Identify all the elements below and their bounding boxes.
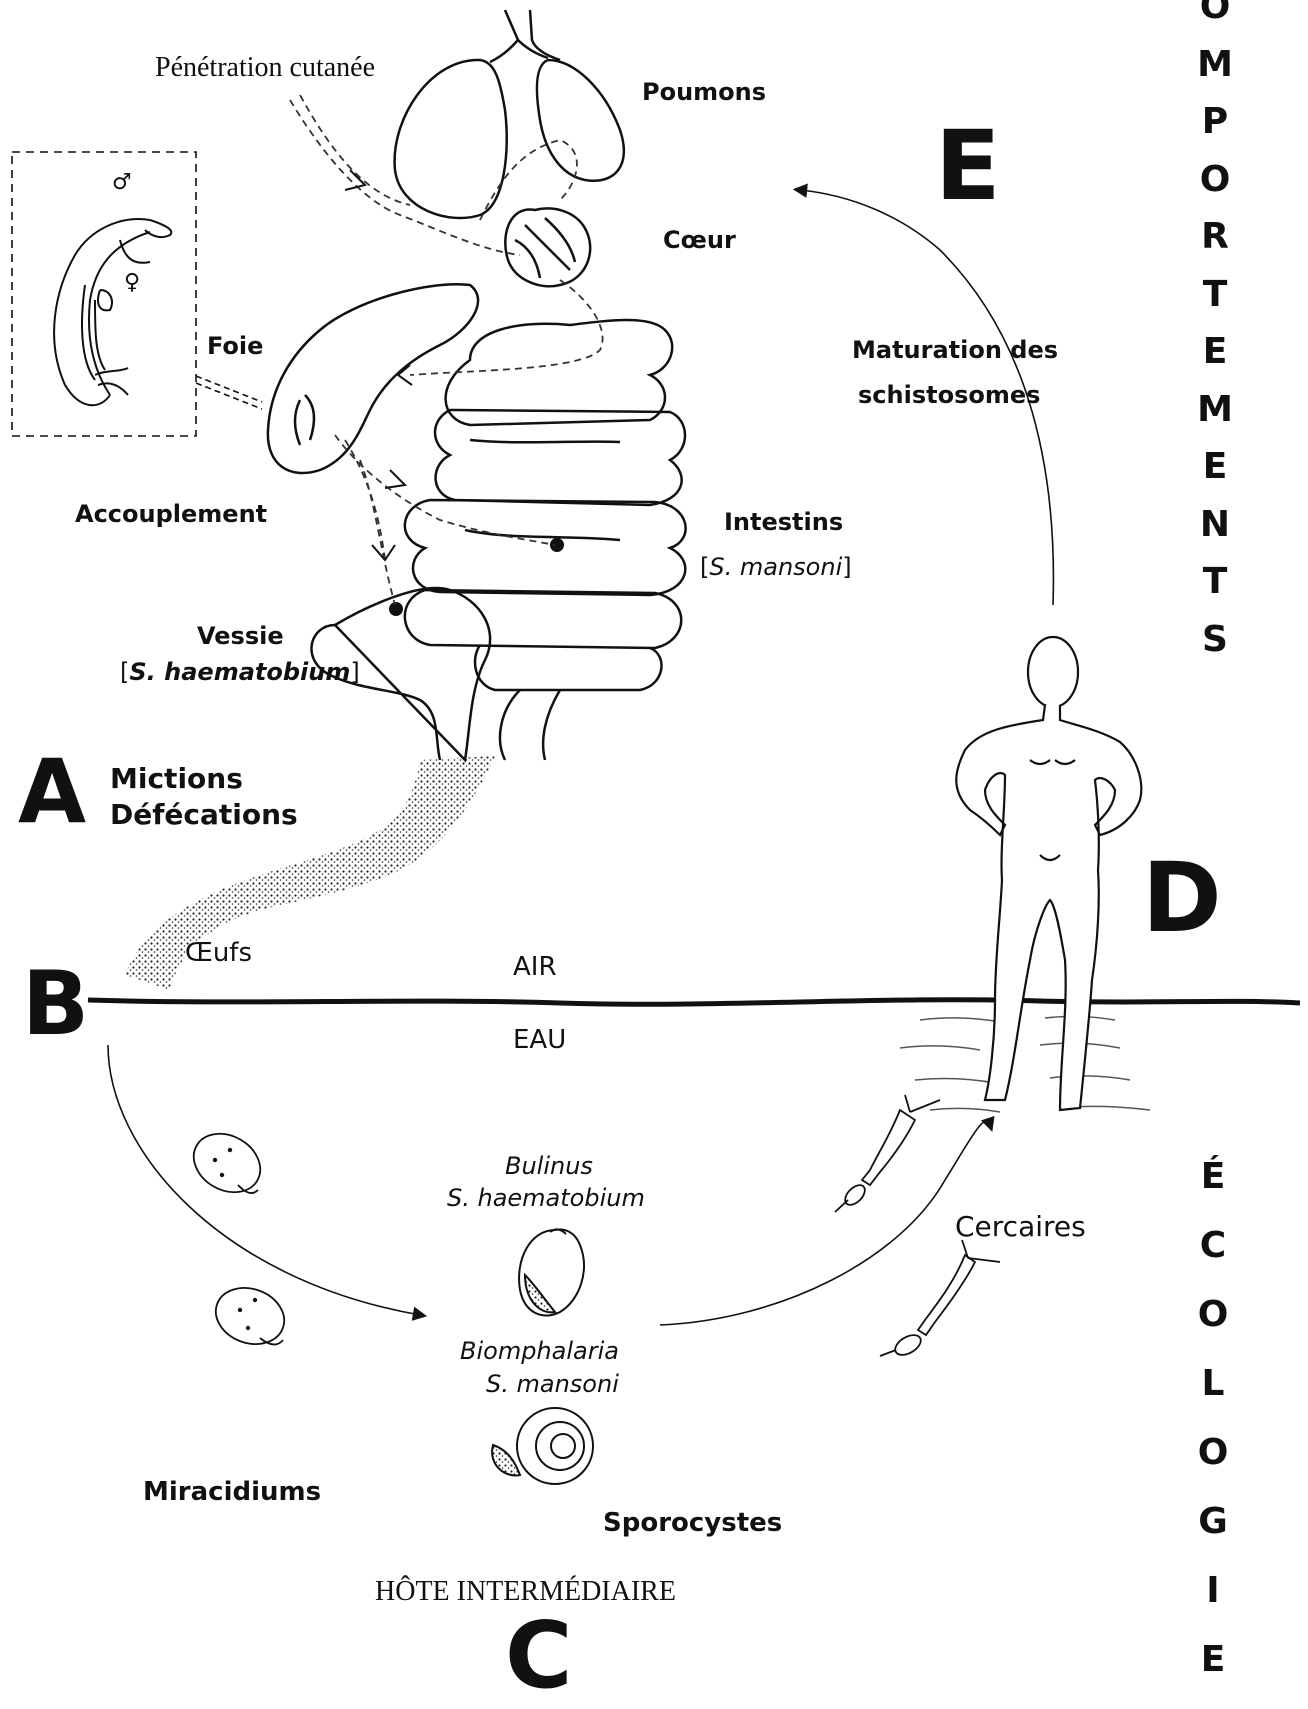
- label-air: AIR: [513, 952, 557, 982]
- comportements-letter-11: T: [1190, 553, 1240, 611]
- stage-letter-b: B: [22, 960, 89, 1048]
- label-poumons: Poumons: [642, 78, 766, 106]
- migration-arrowheads: [345, 170, 412, 560]
- label-maturation-1: Maturation des: [852, 336, 1058, 364]
- comportements-letter-10: N: [1190, 496, 1240, 554]
- migration-path: [290, 95, 603, 605]
- trachea: [490, 10, 560, 62]
- label-foie: Foie: [207, 332, 263, 360]
- label-mictions: Mictions: [110, 762, 243, 795]
- comportements-letter-3: P: [1190, 93, 1240, 151]
- label-accouplement: Accouplement: [75, 500, 267, 528]
- comportements-letter-1: O: [1190, 0, 1240, 36]
- arrow-miracidiums: [108, 1045, 420, 1315]
- label-defecations: Défécations: [110, 798, 298, 831]
- heart: [505, 208, 590, 286]
- comportements-letter-5: R: [1190, 208, 1240, 266]
- ecologie-letter-2: C: [1188, 1211, 1238, 1280]
- column-ecologie: É C O L O G I E: [1188, 1142, 1238, 1694]
- water-surface-line: [88, 1000, 1300, 1004]
- label-intestins: Intestins: [724, 508, 843, 536]
- label-cercaires: Cercaires: [955, 1210, 1086, 1243]
- label-bulinus: Bulinus: [505, 1152, 593, 1180]
- label-biomphalaria-species: S. mansoni: [486, 1370, 619, 1398]
- label-vessie: Vessie: [197, 622, 284, 650]
- male-symbol: ♂: [112, 170, 132, 195]
- label-penetration: Pénétration cutanée: [155, 52, 375, 84]
- column-comportements: O M P O R T E M E N T S: [1190, 0, 1240, 668]
- female-symbol: ♀: [124, 270, 140, 295]
- water-ripples: [900, 1016, 1150, 1112]
- comportements-letter-2: M: [1190, 36, 1240, 94]
- intestins-species-text: S. mansoni: [709, 553, 842, 581]
- label-intestins-species: [S. mansoni]: [700, 553, 852, 581]
- ecologie-letter-1: É: [1188, 1142, 1238, 1211]
- stage-letter-a: A: [18, 748, 86, 836]
- worm-inset-frame: [12, 152, 196, 436]
- intestines: [405, 320, 686, 760]
- lungs: [395, 60, 624, 218]
- ecologie-letter-4: L: [1188, 1349, 1238, 1418]
- label-coeur: Cœur: [663, 226, 736, 254]
- label-oeufs: Œufs: [185, 938, 252, 968]
- ecologie-letter-5: O: [1188, 1418, 1238, 1487]
- stage-letter-e: E: [935, 118, 1001, 214]
- arrow-cercaires: [660, 1121, 990, 1325]
- ecologie-letter-7: I: [1188, 1556, 1238, 1625]
- inset-link-lines: [196, 376, 262, 409]
- bladder-egg-dot: [389, 602, 403, 616]
- comportements-letter-12: S: [1190, 611, 1240, 669]
- label-sporocystes: Sporocystes: [603, 1508, 782, 1538]
- comportements-letter-4: O: [1190, 151, 1240, 209]
- biomphalaria-snail: [492, 1408, 593, 1484]
- human-figure: [956, 637, 1141, 1110]
- label-maturation-2: schistosomes: [858, 381, 1040, 409]
- liver: [268, 284, 478, 473]
- bulinus-snail: [519, 1229, 584, 1315]
- stage-letter-c: C: [505, 1610, 573, 1702]
- label-vessie-species: [S. haematobium]: [120, 658, 360, 686]
- vessie-species-text: S. haematobium: [129, 658, 350, 686]
- ecologie-letter-6: G: [1188, 1487, 1238, 1556]
- label-eau: EAU: [513, 1025, 566, 1055]
- cercaria-1: [835, 1095, 940, 1212]
- label-miracidiums: Miracidiums: [143, 1477, 321, 1507]
- comportements-letter-9: E: [1190, 438, 1240, 496]
- label-biomphalaria: Biomphalaria: [460, 1337, 619, 1365]
- intestine-egg-dot: [550, 538, 564, 552]
- comportements-letter-6: T: [1190, 266, 1240, 324]
- miracidium-1: [183, 1122, 271, 1204]
- comportements-letter-7: E: [1190, 323, 1240, 381]
- comportements-letter-8: M: [1190, 381, 1240, 439]
- ecologie-letter-8: E: [1188, 1625, 1238, 1694]
- ecologie-letter-3: O: [1188, 1280, 1238, 1349]
- cercaria-2: [880, 1240, 1000, 1359]
- miracidium-2: [208, 1279, 292, 1354]
- adult-worm-pair: [54, 219, 171, 405]
- stage-letter-d: D: [1142, 850, 1222, 946]
- label-bulinus-species: S. haematobium: [447, 1184, 645, 1212]
